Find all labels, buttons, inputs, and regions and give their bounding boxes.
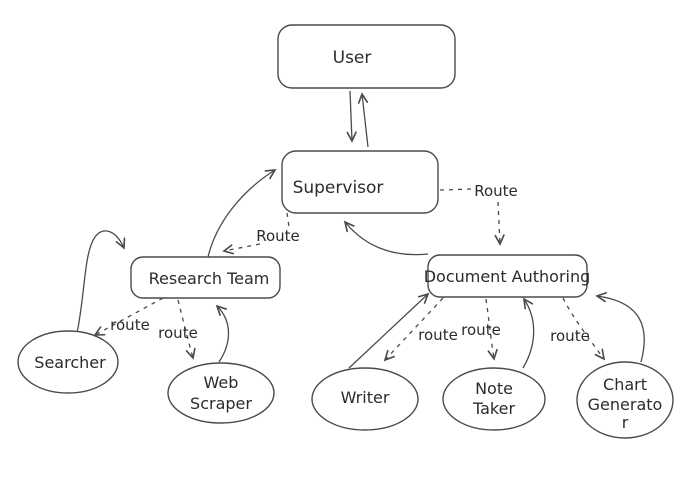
chart-generator-label-line1: Chart [603, 375, 647, 394]
chart-generator-label-line2: Generato [588, 395, 663, 414]
node-writer: Writer [311, 367, 419, 431]
edge-writer-to-document [348, 292, 430, 369]
chart-generator-label-line3: r [622, 413, 629, 432]
note-taker-label-line2: Taker [472, 399, 515, 418]
edge-document-to-supervisor [343, 220, 429, 256]
writer-label: Writer [341, 388, 390, 407]
edge-supervisor-to-user [357, 92, 369, 148]
web-scraper-label-line1: Web [204, 373, 239, 392]
user-label: User [333, 48, 372, 68]
chart-generator-ellipse [576, 361, 674, 439]
document-authoring-box [427, 254, 588, 298]
web-scraper-ellipse [167, 362, 275, 424]
edge-document-to-note-taker [485, 298, 498, 361]
edge-user-to-supervisor [346, 90, 357, 143]
node-web-scraper: Web Scraper [167, 362, 275, 424]
document-authoring-label: Document Authoring [424, 267, 591, 286]
edge-supervisor-to-document-dash2 [494, 201, 505, 246]
node-user: User [277, 24, 456, 89]
edge-label-route-supervisor-research: Route [256, 227, 300, 245]
node-searcher: Searcher [17, 330, 119, 394]
note-taker-ellipse [442, 367, 546, 431]
note-taker-label-line1: Note [475, 379, 513, 398]
edge-supervisor-to-document-dash1 [439, 188, 473, 191]
edge-label-route-chart-generator: route [550, 327, 590, 345]
edge-label-route-writer: route [418, 326, 458, 344]
edge-label-route-searcher: route [110, 316, 150, 334]
edge-supervisor-to-research-team-dash1 [286, 212, 290, 228]
edge-supervisor-to-research-team-dash2 [222, 243, 261, 255]
node-research-team: Research Team [130, 256, 281, 299]
edge-searcher-to-research-team [76, 230, 126, 334]
edge-research-team-to-web-scraper [177, 299, 196, 360]
node-supervisor: Supervisor [281, 150, 439, 214]
searcher-ellipse [17, 330, 119, 394]
research-team-box [130, 256, 281, 299]
searcher-label: Searcher [34, 353, 106, 372]
edge-chart-generator-to-document [595, 292, 645, 363]
edge-note-taker-to-document [522, 297, 535, 369]
edge-web-scraper-to-research-team [215, 304, 230, 363]
node-note-taker: Note Taker [442, 367, 546, 431]
writer-ellipse [311, 367, 419, 431]
supervisor-label: Supervisor [293, 178, 384, 198]
web-scraper-label-line2: Scraper [190, 394, 252, 413]
user-box [277, 24, 456, 89]
edge-label-route-supervisor-document: Route [474, 182, 518, 200]
edge-research-team-to-searcher [93, 297, 164, 336]
node-chart-generator: Chart Generato r [576, 361, 674, 439]
edge-label-route-web-scraper: route [158, 324, 198, 342]
edge-research-team-to-supervisor [207, 169, 277, 258]
supervisor-box [281, 150, 439, 214]
node-document-authoring: Document Authoring [424, 254, 591, 298]
research-team-label: Research Team [149, 269, 270, 288]
edge-document-to-chart-generator [562, 297, 606, 361]
edge-label-route-note-taker: route [461, 321, 501, 339]
